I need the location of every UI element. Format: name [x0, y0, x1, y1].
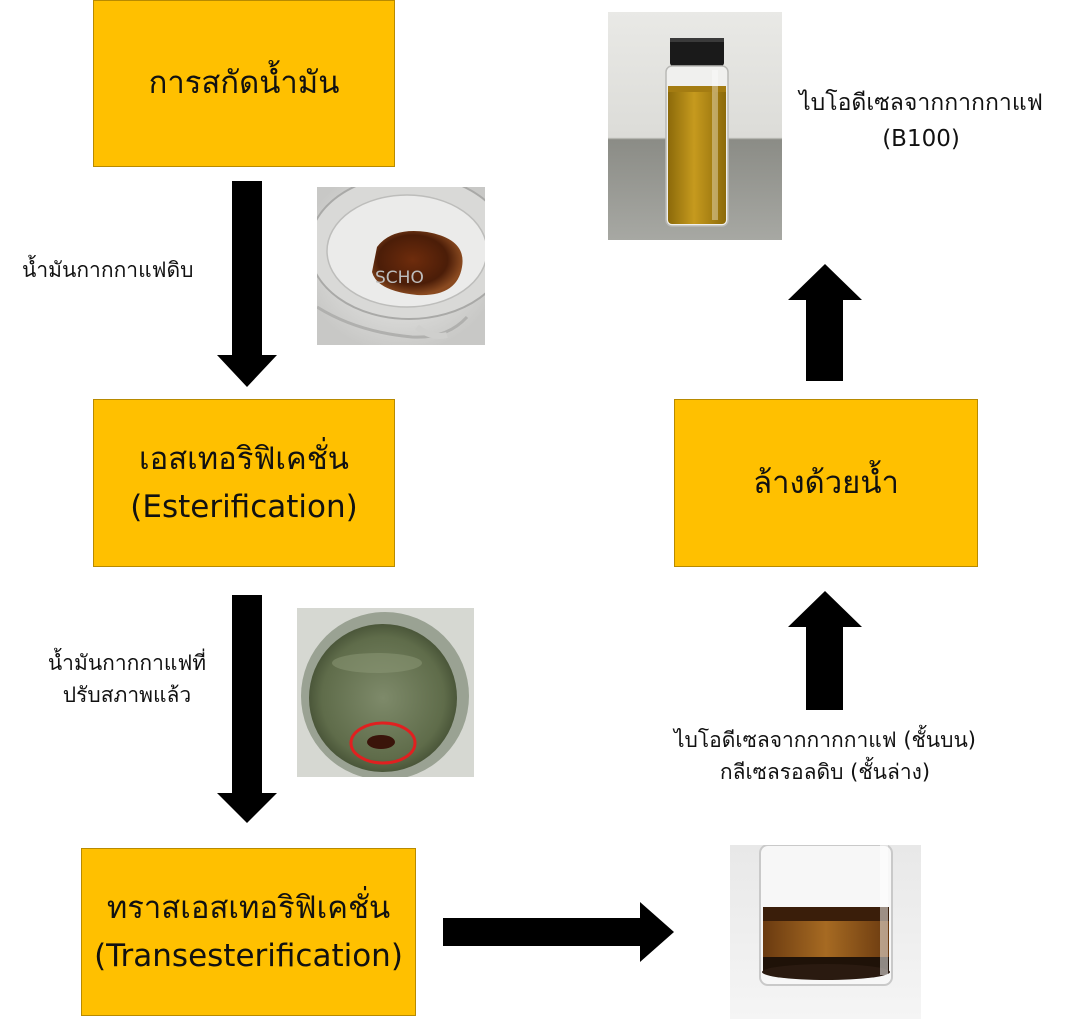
treated-oil-beaker-photo [297, 608, 474, 777]
dish-brand-text: SCHO [375, 268, 424, 288]
label-layers-line-2: กลีเซลรอลดิบ (ชั้นล่าง) [719, 759, 931, 784]
step-transesterification-label-en: (Transesterification) [94, 938, 403, 974]
separated-layers-vial-photo [730, 845, 921, 1019]
raw-oil-dish-photo: SCHO [317, 187, 485, 345]
label-treated-coffee-oil: น้ำมันกากกาแฟที่ ปรับสภาพแล้ว [22, 648, 232, 711]
step-oil-extraction: การสกัดน้ำมัน [93, 0, 395, 167]
b100-vial-photo [608, 12, 782, 240]
label-raw-coffee-oil: น้ำมันกากกาแฟดิบ [22, 258, 194, 282]
label-treated-line-2: ปรับสภาพแล้ว [62, 682, 192, 707]
step-transesterification: ทราสเอสเทอริฟิเคชั่น (Transesterificatio… [81, 848, 416, 1016]
arrow-up-1 [788, 591, 862, 710]
label-treated-line-1: น้ำมันกากกาแฟที่ [47, 651, 207, 675]
label-product-line-2: (B100) [882, 125, 960, 152]
arrow-up-2 [788, 264, 862, 381]
step-esterification: เอสเทอริฟิเคชั่น (Esterification) [93, 399, 395, 567]
step-transesterification-label-th: ทราสเอสเทอริฟิเคชั่น [106, 889, 391, 926]
label-product-line-1: ไบโอดีเซลจากกากกาแฟ [799, 90, 1043, 116]
label-separated-layers: ไบโอดีเซลจากกากกาแฟ (ชั้นบน) กลีเซลรอลดิ… [640, 725, 1010, 788]
step-water-washing-label: ล้างด้วยน้ำ [753, 464, 899, 501]
label-layers-line-1: ไบโอดีเซลจากกากกาแฟ (ชั้นบน) [673, 728, 977, 752]
step-oil-extraction-label: การสกัดน้ำมัน [148, 65, 340, 102]
step-water-washing: ล้างด้วยน้ำ [674, 399, 978, 567]
step-esterification-label-en: (Esterification) [130, 489, 358, 525]
label-biodiesel-product: ไบโอดีเซลจากกากกาแฟ (B100) [792, 86, 1050, 157]
arrow-down-1 [217, 181, 277, 387]
arrow-right [443, 902, 674, 962]
step-esterification-label-th: เอสเทอริฟิเคชั่น [139, 440, 349, 477]
arrow-down-2 [217, 595, 277, 823]
